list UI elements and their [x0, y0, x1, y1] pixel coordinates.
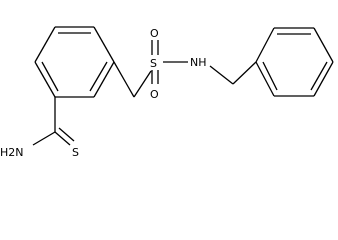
bond — [313, 61, 334, 97]
molecule-diagram: H2N S S O O NH — [0, 26, 334, 159]
bond — [113, 61, 135, 98]
double-bond — [58, 127, 75, 142]
bond — [93, 26, 115, 63]
bond — [209, 65, 234, 85]
bond — [93, 61, 115, 98]
thioamide-group: H2N S — [0, 97, 79, 159]
nh-label: NH — [190, 56, 207, 69]
bond — [32, 131, 56, 146]
bond — [255, 27, 275, 63]
double-bond-inner — [262, 61, 278, 91]
bond — [133, 70, 152, 98]
double-bond-inner — [41, 61, 59, 92]
amine-label: H2N — [0, 146, 24, 159]
sulfonyl-group: S O O NH — [113, 27, 207, 101]
bond — [255, 61, 275, 97]
sulfur-label: S — [150, 57, 157, 70]
bond — [34, 61, 56, 98]
bond — [34, 26, 56, 63]
bond — [232, 61, 257, 85]
thione-sulfur-label: S — [72, 146, 79, 159]
left-benzene-ring — [34, 26, 115, 98]
double-bond-inner — [310, 61, 328, 91]
double-bond — [54, 131, 71, 146]
benzyl-linker — [209, 61, 257, 85]
right-benzene-ring — [255, 27, 334, 97]
oxygen-bottom-label: O — [150, 88, 159, 101]
double-bond-inner — [89, 61, 108, 92]
oxygen-top-label: O — [150, 27, 159, 40]
bond — [313, 27, 334, 63]
